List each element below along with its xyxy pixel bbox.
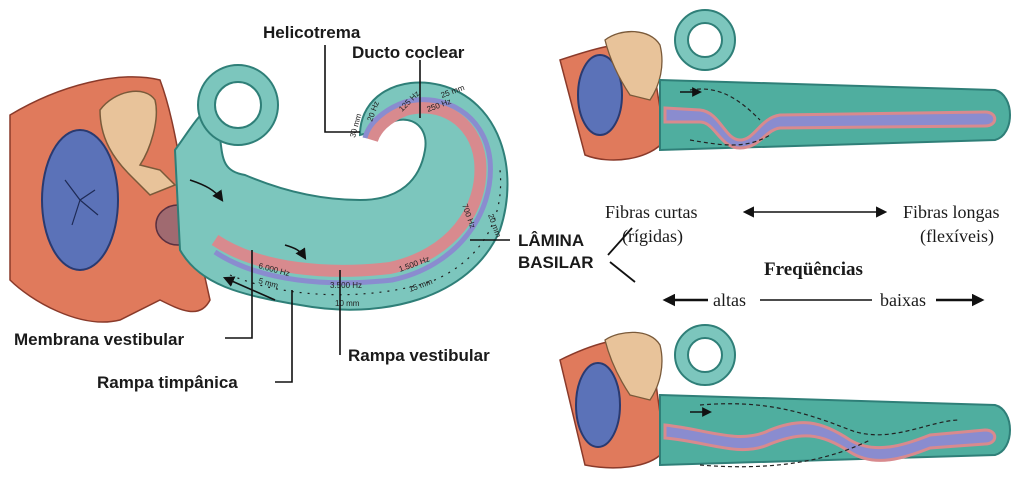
label-flexiveis: (flexíveis) <box>920 226 994 247</box>
label-baixas: baixas <box>880 290 926 310</box>
cochlea-straight-high <box>560 10 1010 160</box>
label-lamina: LÂMINA <box>518 231 584 250</box>
label-helicotrema: Helicotrema <box>263 23 361 42</box>
cochlea-straight-low <box>560 325 1010 468</box>
label-altas: altas <box>713 290 746 310</box>
label-fibras-longas: Fibras longas <box>903 202 1000 222</box>
mark-10mm: 10 mm <box>335 299 360 308</box>
cochlea-uncoiled <box>175 65 508 310</box>
label-ducto-coclear: Ducto coclear <box>352 43 465 62</box>
label-frequencias: Freqüências <box>764 259 863 280</box>
label-membrana-vestibular: Membrana vestibular <box>14 330 184 349</box>
label-rampa-vestibular: Rampa vestibular <box>348 346 490 365</box>
label-fibras-curtas: Fibras curtas <box>605 202 697 222</box>
label-rampa-timpanica: Rampa timpânica <box>97 373 238 392</box>
label-basilar: BASILAR <box>518 253 594 272</box>
mark-3500hz: 3.500 Hz <box>330 281 362 290</box>
